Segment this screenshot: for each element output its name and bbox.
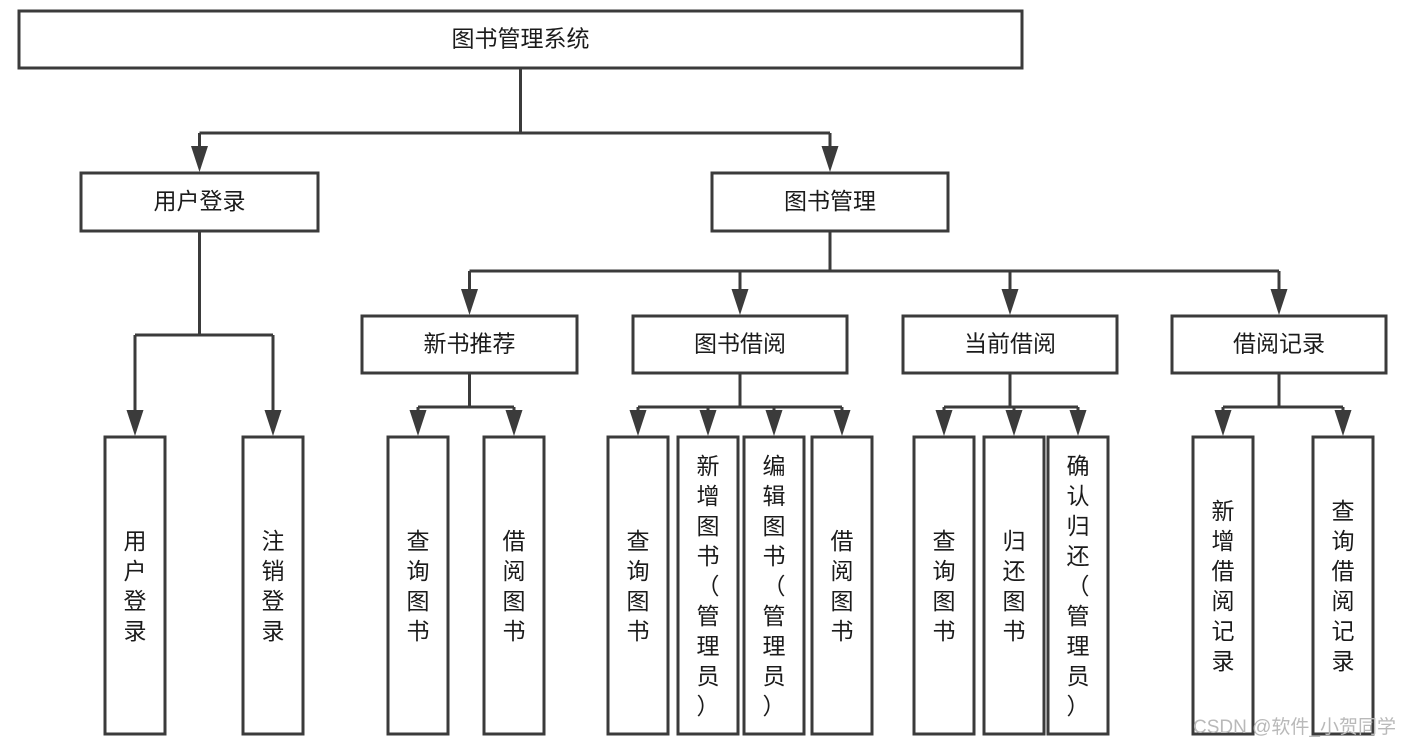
node-label: 新增借阅记录 xyxy=(1212,498,1235,674)
node-box xyxy=(742,435,806,736)
node-box xyxy=(386,435,450,736)
node-box xyxy=(482,435,546,736)
node-box xyxy=(17,9,1024,70)
arrow-head-icon xyxy=(461,289,478,315)
node-box xyxy=(241,435,305,736)
edge-group-book-manage xyxy=(461,231,1288,315)
node-current-borrow[interactable]: 当前借阅 xyxy=(901,314,1119,375)
node-box xyxy=(810,435,874,736)
node-label: 确认归还（管理员） xyxy=(1067,453,1090,719)
edge-group-new-book-rec xyxy=(409,373,523,436)
node-leaf-user-login[interactable]: 用户登录 xyxy=(103,435,167,736)
edge-group-current-borrow xyxy=(935,373,1087,436)
arrow-head-icon xyxy=(699,410,717,436)
node-box xyxy=(912,435,976,736)
node-label: 查询图书 xyxy=(407,528,430,644)
node-label: 借阅记录 xyxy=(1233,331,1325,357)
node-label: 查询图书 xyxy=(627,528,650,644)
arrow-head-icon xyxy=(126,410,144,436)
node-label: 新增图书（管理员） xyxy=(697,453,720,719)
node-label: 图书管理系统 xyxy=(452,26,590,52)
arrow-head-icon xyxy=(505,410,523,436)
node-new-book-rec[interactable]: 新书推荐 xyxy=(360,314,579,375)
node-label: 归还图书 xyxy=(1003,528,1026,644)
edge-group-borrow-record xyxy=(1214,373,1352,436)
node-book-manage[interactable]: 图书管理 xyxy=(710,171,950,233)
node-label: 查询借阅记录 xyxy=(1332,498,1355,674)
node-leaf-add-record[interactable]: 新增借阅记录 xyxy=(1191,435,1255,736)
node-user-login[interactable]: 用户登录 xyxy=(79,171,320,233)
edge-group-user-login xyxy=(126,231,282,436)
arrow-head-icon xyxy=(1001,289,1019,315)
watermark-label: CSDN @软件_小贺同学 xyxy=(1193,716,1396,738)
node-book-borrow[interactable]: 图书借阅 xyxy=(631,314,849,375)
node-label: 注销登录 xyxy=(262,528,285,644)
node-label: 图书借阅 xyxy=(694,331,786,357)
node-box xyxy=(982,435,1046,736)
node-box xyxy=(103,435,167,736)
node-leaf-query-book-2[interactable]: 查询图书 xyxy=(606,435,670,736)
node-leaf-add-book[interactable]: 新增图书（管理员） xyxy=(676,435,740,736)
node-label: 借阅图书 xyxy=(503,528,526,644)
node-box xyxy=(710,171,950,233)
node-box xyxy=(1311,435,1375,736)
edge-group-root xyxy=(191,68,839,172)
node-leaf-logout[interactable]: 注销登录 xyxy=(241,435,305,736)
node-leaf-confirm-return[interactable]: 确认归还（管理员） xyxy=(1046,435,1110,736)
node-box xyxy=(1191,435,1255,736)
nodes-layer: 图书管理系统用户登录图书管理新书推荐图书借阅当前借阅借阅记录用户登录注销登录查询… xyxy=(17,9,1388,736)
node-label: 编辑图书（管理员） xyxy=(763,453,786,719)
arrow-head-icon xyxy=(1270,289,1288,315)
node-leaf-query-book-3[interactable]: 查询图书 xyxy=(912,435,976,736)
arrow-head-icon xyxy=(833,410,851,436)
arrow-head-icon xyxy=(409,410,427,436)
node-box xyxy=(676,435,740,736)
node-box xyxy=(360,314,579,375)
arrow-head-icon xyxy=(1069,410,1087,436)
node-leaf-query-book-1[interactable]: 查询图书 xyxy=(386,435,450,736)
node-leaf-borrow-book-2[interactable]: 借阅图书 xyxy=(810,435,874,736)
node-label: 当前借阅 xyxy=(964,331,1056,357)
node-box xyxy=(631,314,849,375)
arrow-head-icon xyxy=(1334,410,1352,436)
node-box xyxy=(606,435,670,736)
arrow-head-icon xyxy=(1005,410,1023,436)
node-root[interactable]: 图书管理系统 xyxy=(17,9,1024,70)
node-label: 新书推荐 xyxy=(424,331,516,357)
arrow-head-icon xyxy=(765,410,783,436)
node-leaf-borrow-book-1[interactable]: 借阅图书 xyxy=(482,435,546,736)
arrow-head-icon xyxy=(191,146,208,172)
node-box xyxy=(1170,314,1388,375)
node-label: 用户登录 xyxy=(154,188,246,214)
node-leaf-query-record[interactable]: 查询借阅记录 xyxy=(1311,435,1375,736)
node-box xyxy=(79,171,320,233)
arrow-head-icon xyxy=(1214,410,1232,436)
node-label: 借阅图书 xyxy=(831,528,854,644)
edges-layer xyxy=(126,68,1352,436)
node-label: 查询图书 xyxy=(933,528,956,644)
arrow-head-icon xyxy=(731,289,749,315)
arrow-head-icon xyxy=(264,410,282,436)
node-leaf-return-book[interactable]: 归还图书 xyxy=(982,435,1046,736)
node-leaf-edit-book[interactable]: 编辑图书（管理员） xyxy=(742,435,806,736)
node-label: 用户登录 xyxy=(124,528,147,644)
edge-group-book-borrow xyxy=(629,373,851,436)
arrow-head-icon xyxy=(935,410,953,436)
node-box xyxy=(901,314,1119,375)
node-label: 图书管理 xyxy=(784,188,876,214)
arrow-head-icon xyxy=(821,146,839,172)
node-box xyxy=(1046,435,1110,736)
node-borrow-record[interactable]: 借阅记录 xyxy=(1170,314,1388,375)
arrow-head-icon xyxy=(629,410,647,436)
